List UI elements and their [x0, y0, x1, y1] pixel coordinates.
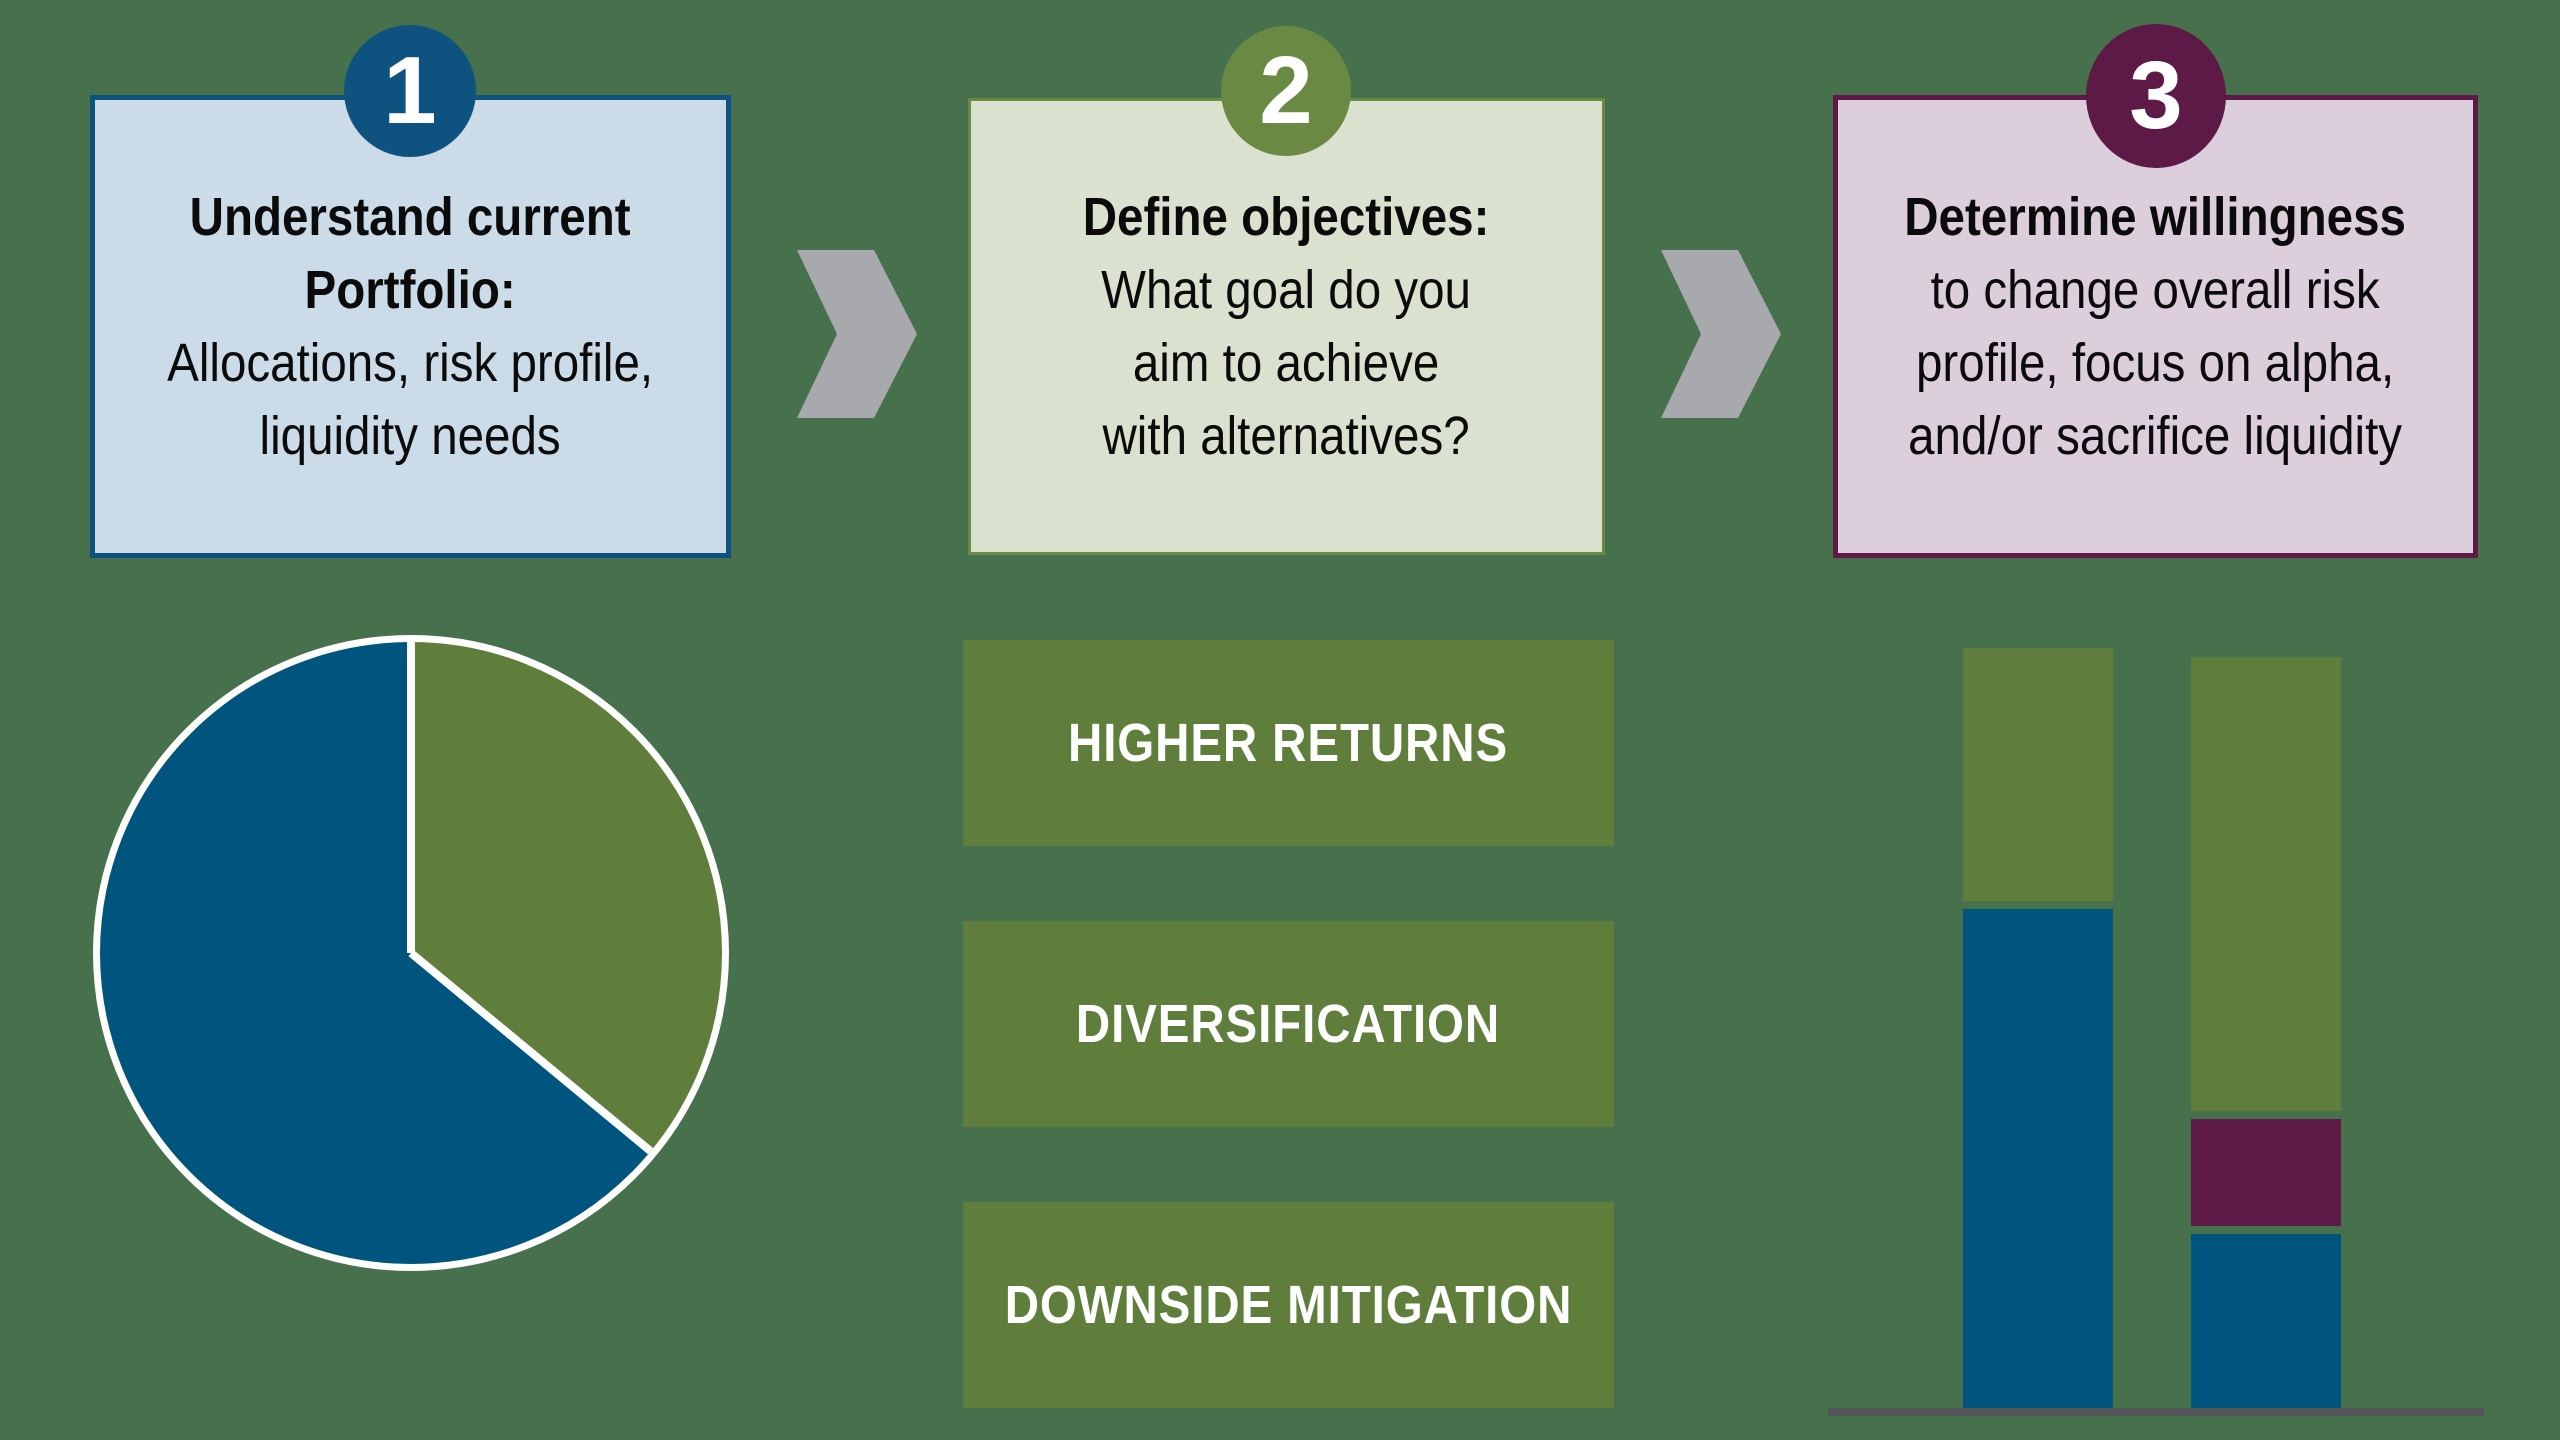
objective-label: HIGHER RETURNS	[1068, 713, 1509, 773]
step-1-number-badge: 1	[344, 25, 476, 157]
step-text-line: What goal do you	[1101, 259, 1472, 320]
step-number: 3	[2129, 42, 2183, 149]
step-text-line: profile, focus on alpha,	[1916, 332, 2395, 393]
step-2-number-badge: 2	[1221, 26, 1351, 156]
step-3-number-badge: 3	[2086, 24, 2226, 168]
step-2-box: Define objectives: What goal do you aim …	[968, 98, 1605, 555]
chevron-right-icon	[1661, 250, 1781, 418]
step-text-line: liquidity needs	[259, 405, 562, 466]
bar-segment-maroon	[2191, 1118, 2341, 1226]
objective-bar-diversification: DIVERSIFICATION	[963, 921, 1614, 1127]
step-number: 1	[383, 37, 437, 144]
pie-slice-divider	[408, 949, 654, 1155]
step-text-line: Allocations, risk profile,	[167, 332, 654, 393]
step-text-line: and/or sacrifice liquidity	[1908, 405, 2403, 466]
step-number: 2	[1259, 37, 1313, 144]
step-1-box: Understand current Portfolio: Allocation…	[90, 95, 731, 558]
pie-slice-divider	[407, 642, 415, 953]
baseline-axis	[1828, 1408, 2484, 1416]
step-text-line: Determine willingness	[1904, 186, 2407, 247]
step-text-line: with alternatives?	[1102, 405, 1471, 466]
bar-segment-blue	[2191, 1233, 2341, 1408]
objective-label: DIVERSIFICATION	[1076, 994, 1501, 1054]
objective-label: DOWNSIDE MITIGATION	[1004, 1275, 1573, 1335]
step-3-text: Determine willingness to change overall …	[1905, 181, 2407, 473]
step-text-line: Define objectives:	[1083, 186, 1490, 247]
step-text-line: Understand current	[190, 186, 631, 247]
bar-segment-olive	[1963, 647, 2113, 901]
bar-segment-blue	[1963, 908, 2113, 1408]
step-3-box: Determine willingness to change overall …	[1833, 95, 2478, 558]
portfolio-pie-chart	[93, 635, 729, 1271]
bar-segment-olive	[2191, 656, 2341, 1111]
chevron-right-icon	[797, 250, 917, 418]
stacked-bar-2	[2191, 640, 2341, 1408]
step-text-line: to change overall risk	[1930, 259, 2381, 320]
stacked-bar-1	[1963, 640, 2113, 1408]
objective-bar-downside-mitigation: DOWNSIDE MITIGATION	[963, 1202, 1614, 1408]
objective-bar-higher-returns: HIGHER RETURNS	[963, 640, 1614, 846]
step-1-text: Understand current Portfolio: Allocation…	[168, 181, 654, 473]
step-text-line: aim to achieve	[1133, 332, 1440, 393]
step-2-text: Define objectives: What goal do you aim …	[1083, 181, 1490, 473]
step-text-line: Portfolio:	[304, 259, 517, 320]
